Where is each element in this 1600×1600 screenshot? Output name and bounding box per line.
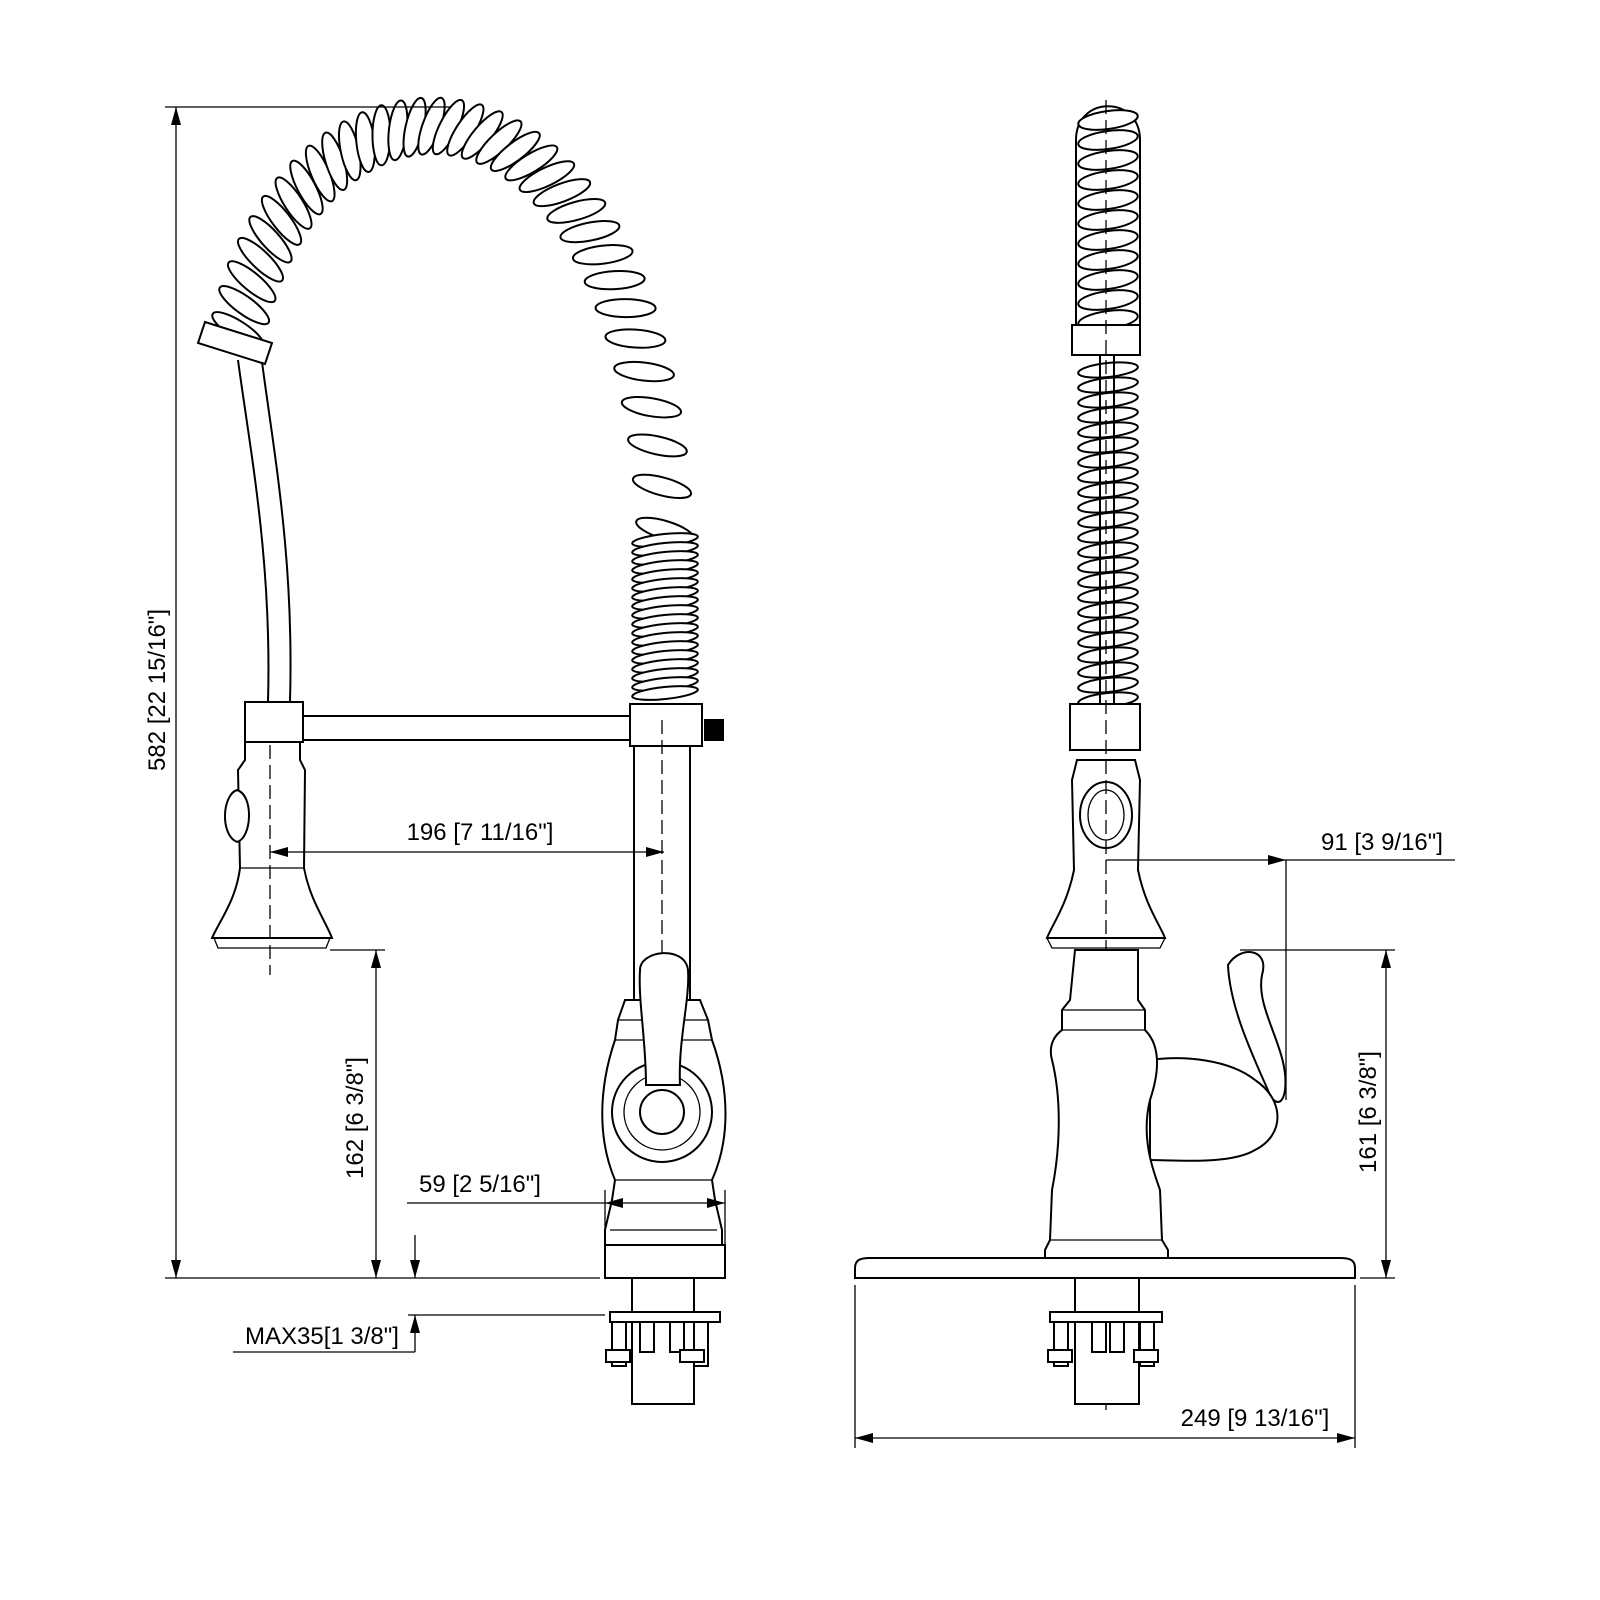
coil-loop bbox=[1077, 209, 1139, 231]
front-spray-face bbox=[213, 867, 331, 949]
front-handle-lever bbox=[638, 952, 690, 1086]
side-handle-base bbox=[1149, 1057, 1279, 1162]
front-mount-plate bbox=[609, 1311, 721, 1323]
front-body-pipe bbox=[633, 746, 691, 1000]
coil-loop bbox=[571, 243, 634, 266]
front-spray-button bbox=[224, 788, 250, 844]
coil-loop bbox=[1077, 129, 1139, 151]
handle-offset-label: 91 [3 9/16"] bbox=[1321, 829, 1443, 856]
front-spout-arm bbox=[302, 715, 632, 741]
front-arm-knob bbox=[704, 719, 724, 741]
max-deck-thickness-label: MAX35[1 3/8"] bbox=[245, 1323, 399, 1350]
spout-height-label: 162 [6 3/8"] bbox=[342, 1057, 369, 1179]
front-spout-coil bbox=[211, 96, 699, 701]
coil-loop bbox=[1077, 269, 1139, 291]
coil-loop bbox=[518, 160, 576, 194]
coil-loop bbox=[620, 395, 683, 419]
front-base bbox=[604, 1244, 726, 1279]
side-view: 91 [3 9/16"] 161 [6 3/8"] 249 [9 13/16"] bbox=[854, 100, 1455, 1448]
front-coil-end-collar bbox=[196, 320, 274, 366]
front-dimension-lines bbox=[165, 106, 726, 1353]
front-arm-hub bbox=[629, 703, 703, 747]
side-valve-body bbox=[1044, 949, 1169, 1261]
handle-height-label: 161 [6 3/8"] bbox=[1355, 1051, 1382, 1173]
coil-loop bbox=[274, 176, 313, 230]
coil-loop bbox=[631, 473, 693, 499]
coil-loop bbox=[532, 178, 592, 208]
side-body-rings bbox=[1050, 1009, 1162, 1241]
side-deck-plate bbox=[854, 1257, 1356, 1279]
side-dimension-lines bbox=[854, 855, 1455, 1448]
side-arm-hub bbox=[1069, 703, 1141, 751]
front-hose-connector bbox=[244, 701, 304, 743]
coil-loop bbox=[248, 215, 293, 264]
coil-loop bbox=[613, 360, 675, 383]
front-mount-bolts bbox=[605, 1321, 709, 1367]
side-inner-hose bbox=[1099, 355, 1115, 704]
base-diameter-label: 59 [2 5/16"] bbox=[419, 1171, 541, 1198]
coil-loop bbox=[218, 285, 271, 326]
coil-loop bbox=[226, 260, 277, 304]
coil-loop bbox=[583, 269, 646, 291]
coil-loop bbox=[594, 298, 657, 319]
deck-plate-width-label: 249 [9 13/16"] bbox=[1181, 1405, 1330, 1432]
coil-loop bbox=[546, 198, 607, 224]
coil-loop bbox=[1077, 169, 1139, 191]
side-mount-bolts bbox=[1047, 1321, 1159, 1367]
side-coil-top bbox=[1075, 105, 1141, 330]
side-spray-face bbox=[1045, 937, 1167, 949]
side-spout-coil bbox=[1077, 109, 1139, 709]
coil-loop bbox=[1077, 229, 1139, 251]
spout-reach-label: 196 [7 11/16"] bbox=[407, 819, 554, 846]
front-view: 582 [22 15/16"] 196 [7 11/16"] 162 [6 3/… bbox=[144, 96, 727, 1405]
overall-height-label: 582 [22 15/16"] bbox=[144, 609, 171, 771]
coil-loop bbox=[559, 219, 621, 244]
coil-loop bbox=[627, 433, 688, 458]
coil-loop bbox=[631, 685, 699, 701]
coil-loop bbox=[504, 144, 559, 182]
coil-loop bbox=[236, 236, 285, 283]
front-spray-head bbox=[210, 741, 334, 939]
coil-loop bbox=[1077, 289, 1139, 311]
coil-loop bbox=[1077, 109, 1139, 131]
coil-loop bbox=[1077, 149, 1139, 171]
coil-loop bbox=[260, 194, 303, 246]
coil-loop bbox=[604, 328, 667, 349]
side-handle-lever bbox=[1226, 951, 1287, 1103]
coil-loop bbox=[1077, 189, 1139, 211]
side-mount-plate bbox=[1049, 1311, 1163, 1323]
coil-loop bbox=[1077, 249, 1139, 271]
front-hose bbox=[237, 359, 292, 703]
front-handle-hub-cap bbox=[639, 1089, 685, 1135]
